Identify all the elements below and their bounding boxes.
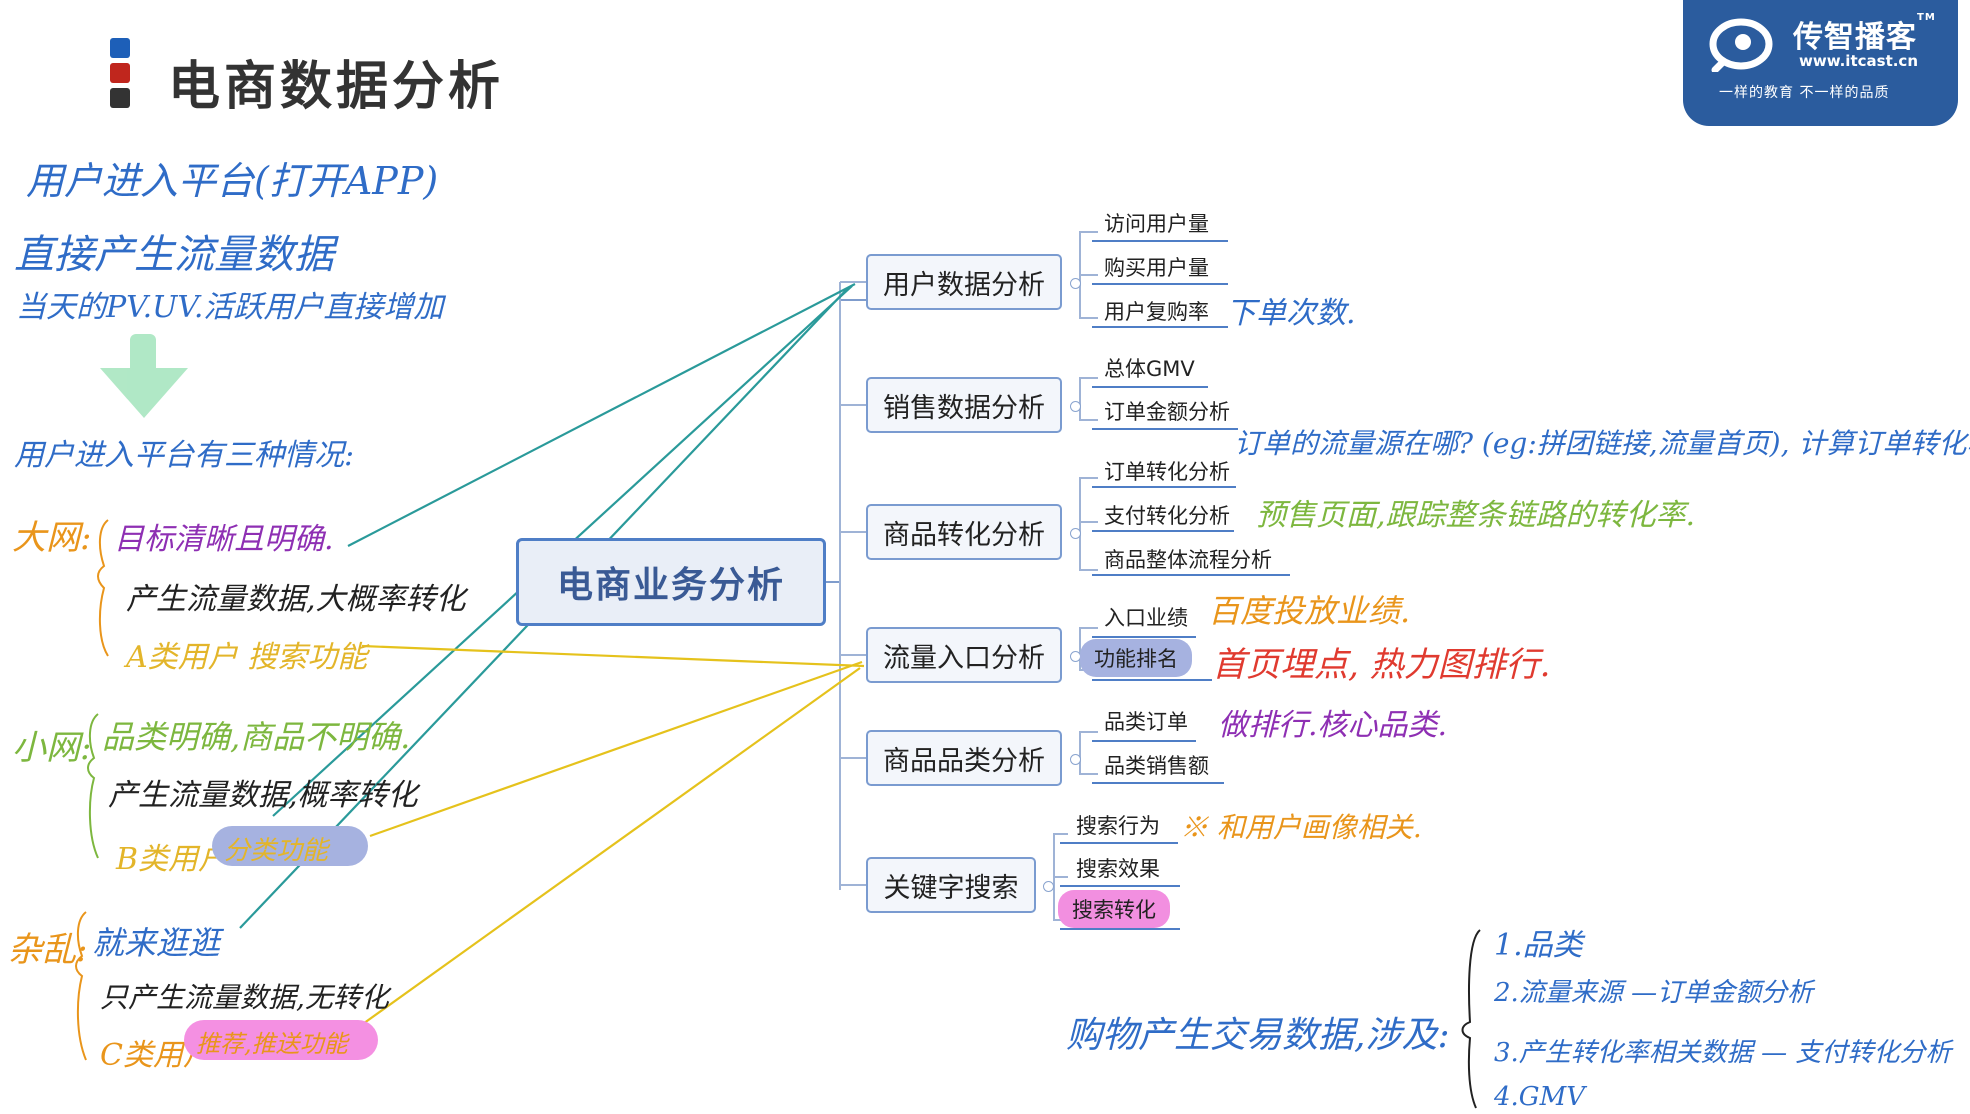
- note-small-3: B类用户: [116, 842, 229, 877]
- note-small-3-text: 分类功能: [224, 836, 329, 866]
- note-entry: 百度投放业绩.: [1208, 592, 1411, 630]
- page-title: 电商数据分析: [168, 57, 505, 117]
- note-bottom-lead: 购物产生交易数据,涉及:: [1066, 1015, 1450, 1056]
- logo-slogan: 一样的教育 不一样的品质: [1719, 85, 1890, 101]
- branch-goods-conversion-dot: [1070, 528, 1081, 539]
- logo-mark-icon: [1709, 18, 1773, 72]
- itcast-logo: 传智播客TM www.itcast.cn 一样的教育 不一样的品质: [1683, 0, 1958, 126]
- branch-user-data-dot: [1070, 278, 1081, 289]
- leaf-feature-ranking: 功能排名: [1080, 639, 1192, 677]
- note-casual-3-text: 推荐,推送功能: [196, 1030, 348, 1058]
- note-bottom-item-4: 4.GMV: [1494, 1082, 1585, 1112]
- leaf-order-amount: 订单金额分析: [1104, 400, 1230, 424]
- note-bottom-item-3: 3.产生转化率相关数据 — 支付转化分析: [1494, 1038, 1952, 1068]
- leaf-category-sales: 品类销售额: [1104, 754, 1209, 778]
- note-big-label: 大网:: [12, 518, 92, 558]
- note-bottom-item-1: 1.品类: [1494, 928, 1583, 963]
- leaf-category-orders: 品类订单: [1104, 710, 1188, 734]
- branch-category-dot: [1070, 754, 1081, 765]
- note-small-label: 小网:: [12, 728, 92, 768]
- branch-sales-data: 销售数据分析: [866, 377, 1062, 433]
- leaf-pay-conversion: 支付转化分析: [1104, 504, 1230, 528]
- note-casual-1: 就来逛逛: [92, 924, 221, 962]
- leaf-search-conversion: 搜索转化: [1058, 890, 1170, 928]
- leaf-order-conversion: 订单转化分析: [1104, 460, 1230, 484]
- note-three-cases: 用户进入平台有三种情况:: [14, 438, 355, 473]
- note-ranking: 首页埋点, 热力图排行.: [1212, 645, 1551, 685]
- note-repurchase: 下单次数.: [1226, 296, 1356, 331]
- branch-sales-data-dot: [1070, 401, 1081, 412]
- leaf-search-behavior: 搜索行为: [1076, 814, 1160, 838]
- note-casual-2: 只产生流量数据,无转化: [100, 981, 389, 1014]
- note-casual-label: 杂乱:: [8, 930, 88, 970]
- marker-square-blue: [110, 38, 130, 58]
- note-casual-3-highlight: [184, 1020, 378, 1060]
- note-big-2: 产生流量数据,大概率转化: [126, 582, 466, 617]
- note-pv-uv: 当天的PV.UV.活跃用户直接增加: [16, 290, 444, 325]
- branch-keyword-search: 关键字搜索: [866, 857, 1036, 913]
- note-search: ※ 和用户画像相关.: [1180, 811, 1422, 844]
- note-category: 做排行.核心品类.: [1218, 708, 1448, 743]
- leaf-buy-users: 购买用户量: [1104, 256, 1209, 280]
- mindmap-center-node: 电商业务分析: [516, 538, 826, 626]
- logo-name: 传智播客TM: [1793, 12, 1936, 55]
- branch-traffic-entry: 流量入口分析: [866, 627, 1062, 683]
- branch-user-data: 用户数据分析: [866, 254, 1062, 310]
- note-order-conversion: 订单的流量源在哪? (eg:拼团链接,流量首页), 计算订单转化率: [1234, 427, 1970, 460]
- marker-square-red: [110, 63, 130, 83]
- note-big-1: 目标清晰且明确.: [114, 522, 334, 557]
- marker-square-dark: [110, 88, 130, 108]
- leaf-goods-process: 商品整体流程分析: [1104, 548, 1272, 572]
- leaf-repurchase-rate: 用户复购率: [1104, 300, 1209, 324]
- leaf-visit-users: 访问用户量: [1104, 212, 1209, 236]
- note-small-1: 品类明确,商品不明确.: [102, 718, 411, 756]
- leaf-search-effect: 搜索效果: [1076, 857, 1160, 881]
- logo-url: www.itcast.cn: [1799, 52, 1919, 70]
- note-enter-platform: 用户进入平台(打开APP): [26, 159, 439, 203]
- note-small-3-highlight: [212, 826, 368, 866]
- leaf-entry-performance: 入口业绩: [1104, 606, 1188, 630]
- note-big-3: A类用户 搜索功能: [126, 640, 368, 675]
- branch-goods-conversion: 商品转化分析: [866, 504, 1062, 560]
- title-marker: [110, 38, 130, 113]
- branch-category: 商品品类分析: [866, 730, 1062, 786]
- note-pay-conversion: 预售页面,跟踪整条链路的转化率.: [1256, 498, 1696, 533]
- leaf-total-gmv: 总体GMV: [1104, 357, 1195, 381]
- note-small-2: 产生流量数据,概率转化: [108, 778, 418, 813]
- note-traffic-generated: 直接产生流量数据: [14, 232, 334, 278]
- branch-keyword-search-dot: [1043, 881, 1054, 892]
- note-bottom-item-2: 2.流量来源 —订单金额分析: [1494, 978, 1814, 1008]
